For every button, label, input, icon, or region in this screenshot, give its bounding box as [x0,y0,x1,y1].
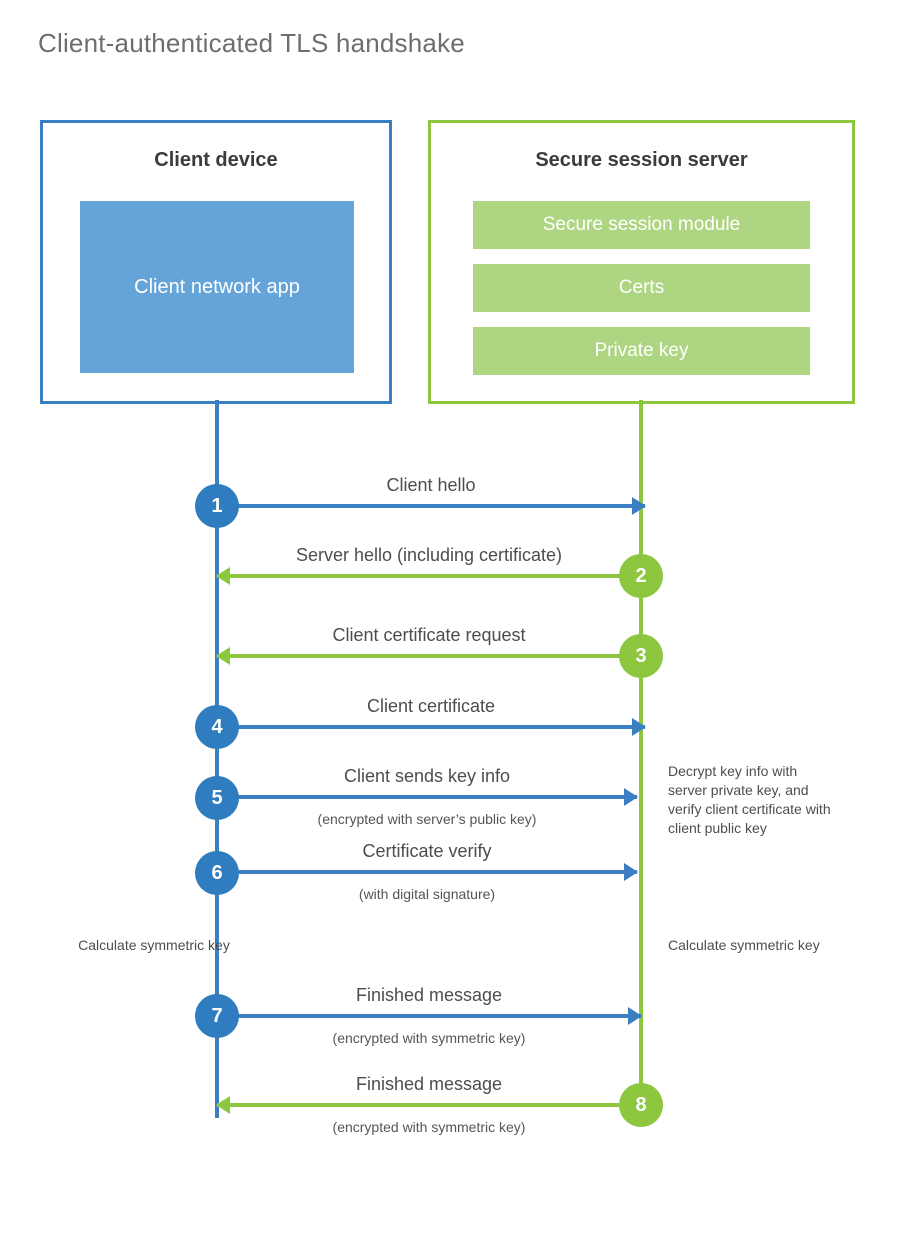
message-line-8 [217,1103,641,1107]
step-badge-7[interactable]: 7 [195,994,239,1038]
server-lifeline [639,400,643,1106]
note-client-calculate-symmetric-key: Calculate symmetric key [78,937,230,953]
step-badge-2[interactable]: 2 [619,554,663,598]
message-line-6 [217,870,637,874]
message-label-8: Finished message [355,1074,503,1094]
server-component-certs: Certs [473,264,810,312]
message-row-3: Client certificate request [216,625,641,665]
message-line-5 [217,795,637,799]
step-badge-1[interactable]: 1 [195,484,239,528]
server-component-private-key: Private key [473,327,810,375]
secure-session-server-title: Secure session server [535,149,748,171]
message-row-6: Certificate verify (with digital signatu… [217,841,638,902]
step-badge-3[interactable]: 3 [619,634,663,678]
client-network-app-block: Client network app [80,201,354,373]
message-row-1: Client hello [217,475,646,515]
message-sublabel-5: (encrypted with server’s public key) [317,811,537,827]
step-badge-4[interactable]: 4 [195,705,239,749]
message-label-2: Server hello (including certificate) [295,545,563,565]
message-label-5: Client sends key info [343,766,511,786]
page-title: Client-authenticated TLS handshake [38,28,465,58]
secure-session-server-box: Secure session server Secure session mod… [428,120,855,404]
message-row-8: Finished message (encrypted with symmetr… [216,1074,641,1135]
step-badge-6[interactable]: 6 [195,851,239,895]
arrow-head-left-icon [216,647,230,665]
message-line-7 [217,1014,641,1018]
step-badge-5[interactable]: 5 [195,776,239,820]
arrow-head-right-icon [632,718,646,736]
arrow-head-left-icon [216,567,230,585]
arrow-head-right-icon [628,1007,642,1025]
client-lifeline [215,400,219,1118]
message-label-7: Finished message [355,985,503,1005]
message-line-2 [217,574,641,578]
message-sublabel-7: (encrypted with symmetric key) [332,1030,526,1046]
message-row-7: Finished message (encrypted with symmetr… [217,985,642,1046]
message-line-4 [217,725,645,729]
message-row-4: Client certificate [217,696,646,736]
message-label-3: Client certificate request [332,625,526,645]
message-line-1 [217,504,645,508]
arrow-head-right-icon [624,788,638,806]
message-row-2: Server hello (including certificate) [216,545,641,585]
message-sublabel-8: (encrypted with symmetric key) [332,1119,526,1135]
message-line-3 [217,654,641,658]
message-row-5: Client sends key info (encrypted with se… [217,766,638,827]
arrow-head-right-icon [632,497,646,515]
note-server-calculate-symmetric-key: Calculate symmetric key [668,937,820,953]
step-badge-8[interactable]: 8 [619,1083,663,1127]
server-component-secure-session-module: Secure session module [473,201,810,249]
message-label-4: Client certificate [366,696,496,716]
message-label-6: Certificate verify [362,841,492,861]
arrow-head-right-icon [624,863,638,881]
message-label-1: Client hello [386,475,476,495]
client-device-box: Client device Client network app [40,120,392,404]
arrow-head-left-icon [216,1096,230,1114]
note-server-decrypt: Decrypt key info with server private key… [668,763,831,836]
client-device-title: Client device [154,149,278,171]
message-sublabel-6: (with digital signature) [358,886,496,902]
